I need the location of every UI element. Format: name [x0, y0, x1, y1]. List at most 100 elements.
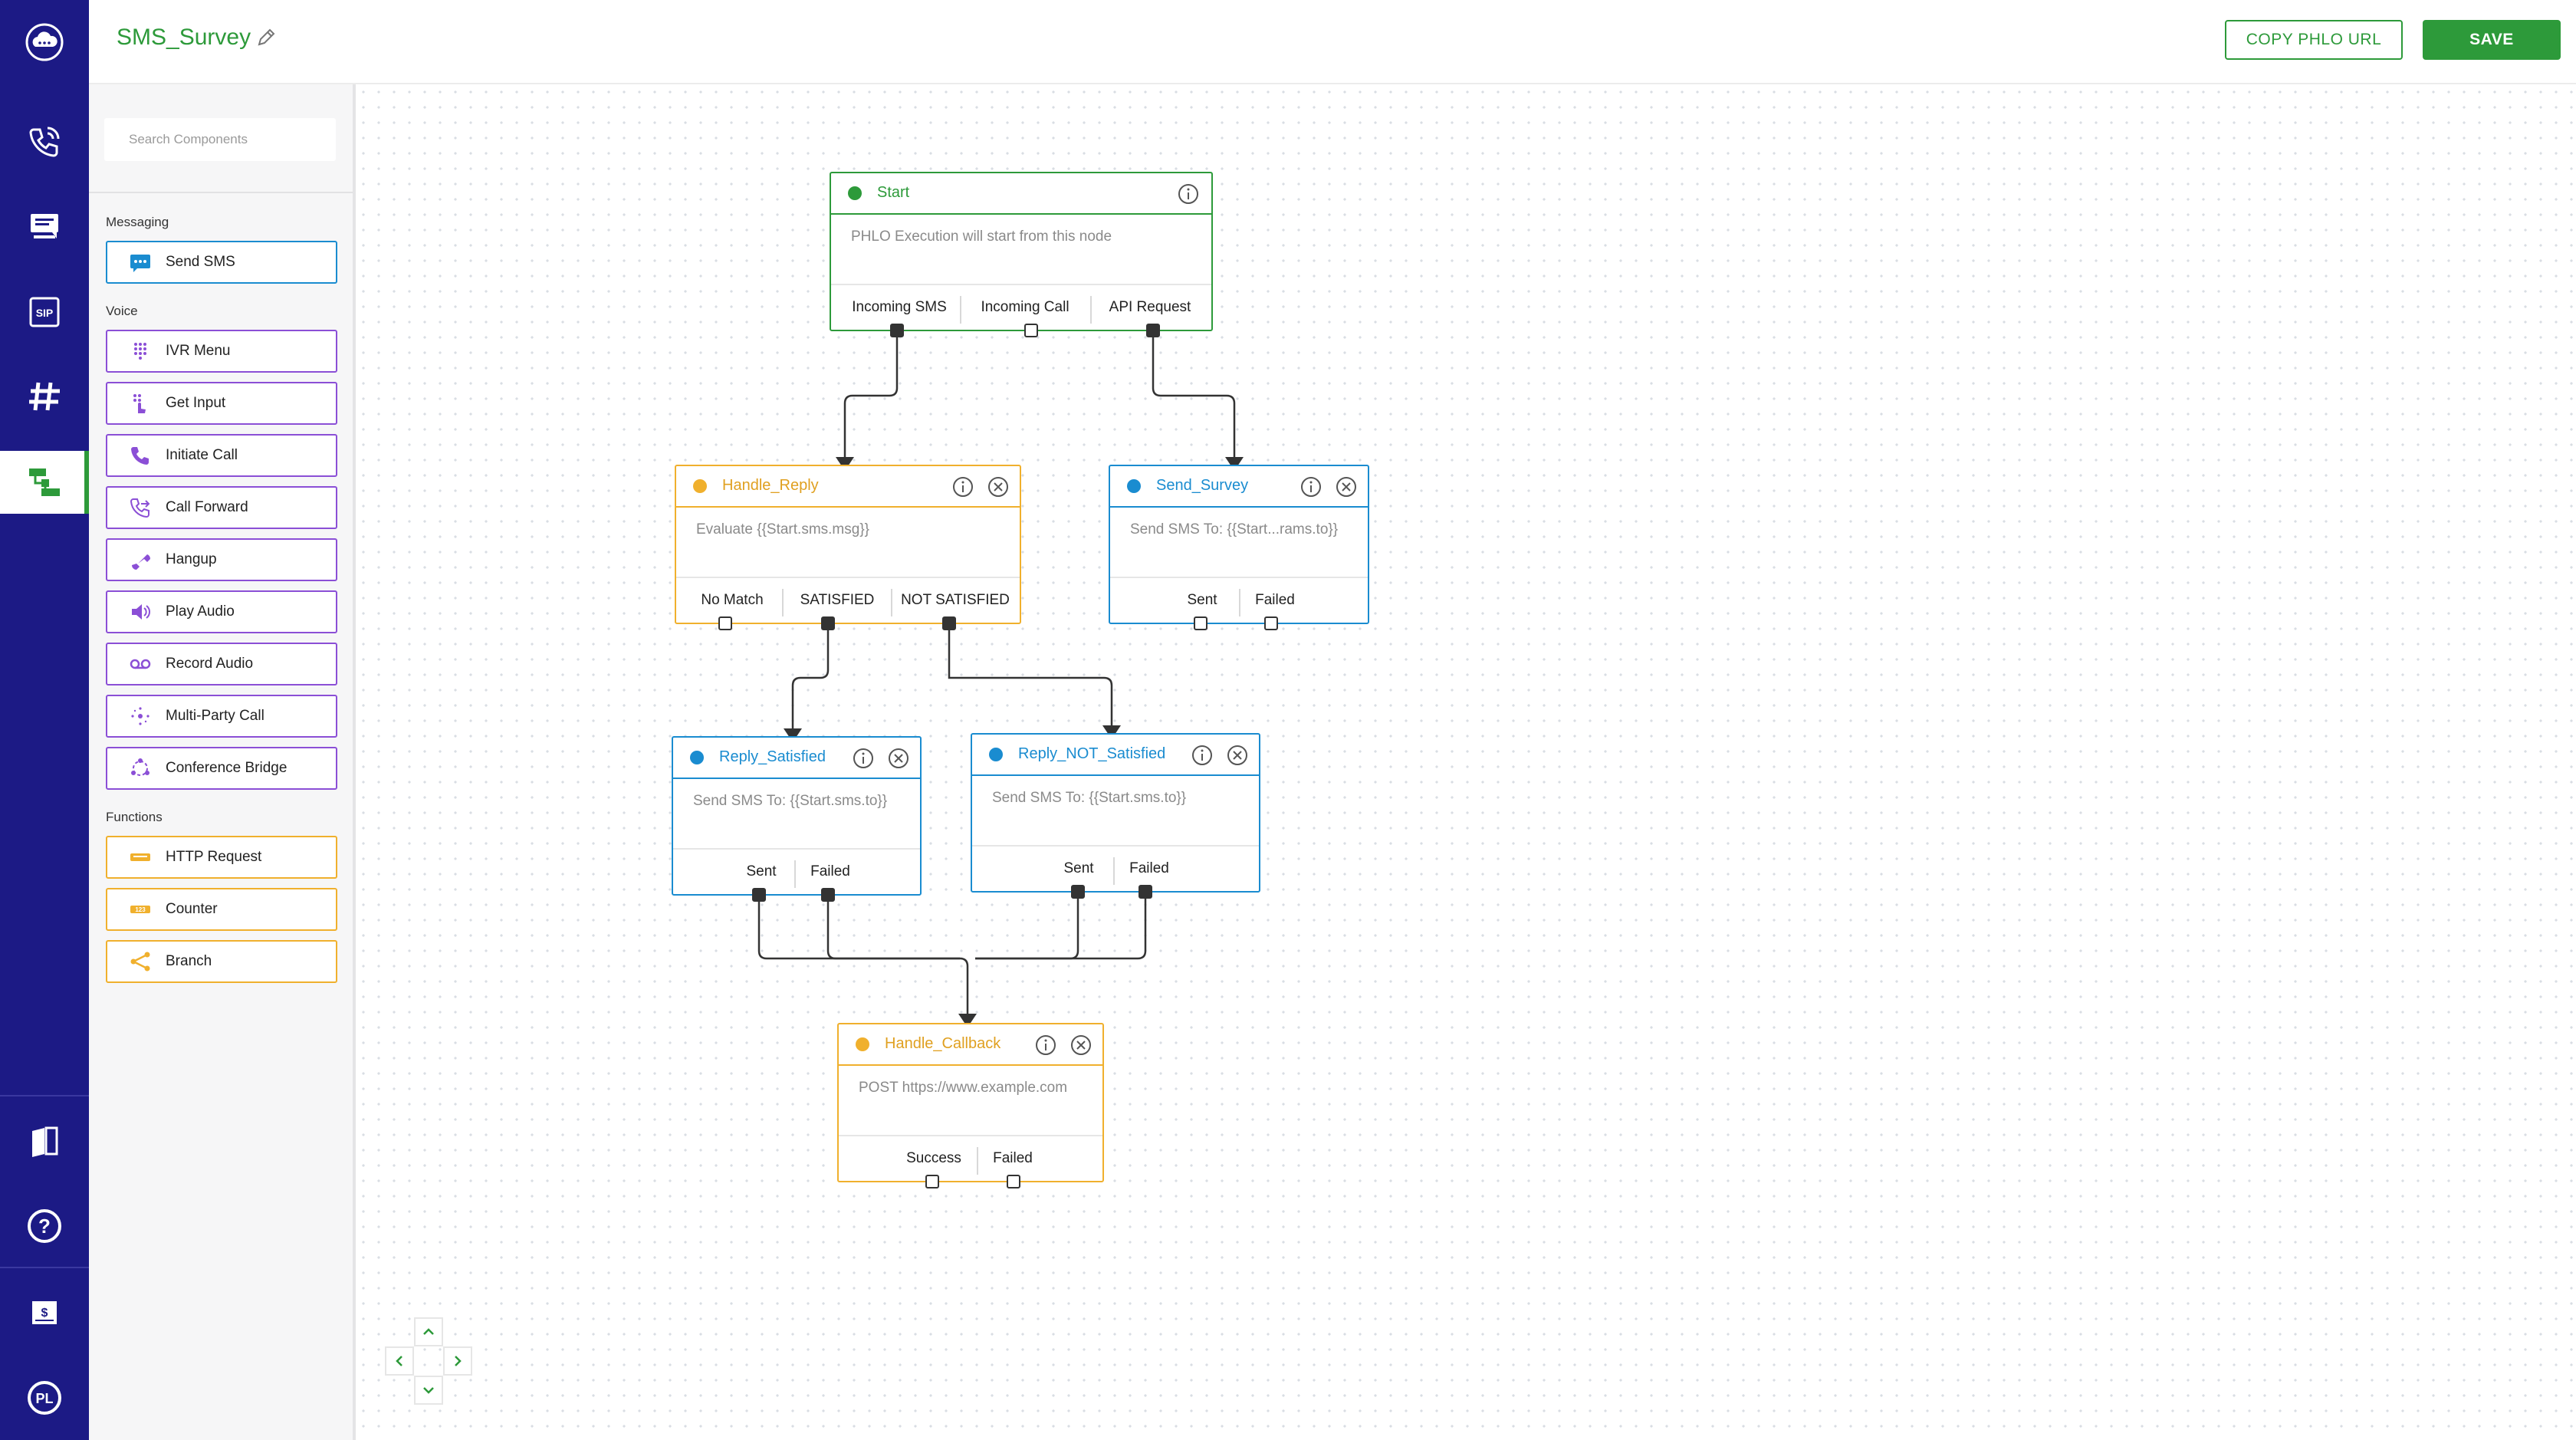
- voice-calls-icon[interactable]: [0, 107, 89, 176]
- component-record-audio[interactable]: Record Audio: [106, 643, 337, 685]
- port-label: Sent: [1063, 860, 1094, 876]
- node-title: Reply_NOT_Satisfied: [1018, 745, 1166, 762]
- node-handle-callback[interactable]: Handle_Callback POST https://www.example…: [837, 1023, 1104, 1182]
- port-handle[interactable]: [1071, 885, 1085, 899]
- component-hangup[interactable]: Hangup: [106, 538, 337, 581]
- port-label: No Match: [701, 592, 764, 608]
- numbers-hash-icon[interactable]: [0, 362, 89, 431]
- port-handle[interactable]: [1146, 324, 1160, 337]
- port-handle[interactable]: [718, 616, 732, 630]
- port-handle[interactable]: [1264, 616, 1278, 630]
- svg-text:123: 123: [135, 906, 146, 913]
- node-description: Evaluate {{Start.sms.msg}}: [696, 521, 870, 538]
- port-handle[interactable]: [925, 1175, 939, 1188]
- account-avatar-icon[interactable]: PL: [0, 1363, 89, 1432]
- port-handle[interactable]: [821, 616, 835, 630]
- info-icon[interactable]: [1300, 476, 1322, 498]
- components-panel: Messaging Send SMS Voice IVR Menu Get In…: [89, 84, 356, 1440]
- status-dot: [856, 1037, 869, 1051]
- pan-up-button[interactable]: [414, 1317, 443, 1346]
- docs-book-icon[interactable]: [0, 1107, 89, 1176]
- component-play-audio[interactable]: Play Audio: [106, 590, 337, 633]
- close-icon[interactable]: [888, 748, 909, 769]
- port-handle[interactable]: [1007, 1175, 1020, 1188]
- node-send-survey[interactable]: Send_Survey Send SMS To: {{Start...rams.…: [1109, 465, 1369, 624]
- node-reply-satisfied[interactable]: Reply_Satisfied Send SMS To: {{Start.sms…: [672, 736, 922, 896]
- node-description: Send SMS To: {{Start.sms.to}}: [693, 793, 888, 809]
- node-title: Send_Survey: [1156, 477, 1249, 494]
- component-http-request[interactable]: HTTP Request: [106, 836, 337, 879]
- pan-down-button[interactable]: [414, 1376, 443, 1405]
- panel-divider: [89, 192, 353, 193]
- port-label: API Request: [1109, 299, 1191, 315]
- billing-icon[interactable]: $: [0, 1277, 89, 1346]
- cloud-logo-icon[interactable]: [0, 8, 89, 77]
- phone-icon: [129, 444, 152, 467]
- info-icon[interactable]: [1178, 183, 1199, 205]
- node-title: Reply_Satisfied: [719, 748, 826, 765]
- search-input[interactable]: [104, 118, 336, 161]
- phlo-icon[interactable]: [0, 451, 89, 514]
- section-label-functions: Functions: [106, 810, 163, 824]
- flow-title: SMS_Survey: [117, 25, 251, 50]
- edit-pencil-icon[interactable]: [255, 26, 278, 49]
- status-dot: [1127, 479, 1141, 493]
- node-description: Send SMS To: {{Start.sms.to}}: [992, 790, 1187, 806]
- component-label: Get Input: [166, 395, 226, 411]
- port-handle[interactable]: [1138, 885, 1152, 899]
- port-handle[interactable]: [1194, 616, 1208, 630]
- pan-right-button[interactable]: [443, 1346, 472, 1376]
- port-label: SATISFIED: [800, 592, 875, 608]
- component-label: Hangup: [166, 551, 217, 567]
- close-icon[interactable]: [1336, 476, 1357, 498]
- component-counter[interactable]: 123 Counter: [106, 888, 337, 931]
- messaging-icon[interactable]: [0, 192, 89, 261]
- port-label: Failed: [1255, 592, 1295, 608]
- close-icon[interactable]: [987, 476, 1009, 498]
- component-label: IVR Menu: [166, 343, 231, 359]
- call-forward-icon: [129, 496, 152, 519]
- close-icon[interactable]: [1227, 745, 1248, 766]
- component-label: Send SMS: [166, 254, 235, 270]
- keypad-icon: [129, 340, 152, 363]
- info-icon[interactable]: [1035, 1034, 1056, 1056]
- component-conference-bridge[interactable]: Conference Bridge: [106, 747, 337, 790]
- port-handle[interactable]: [752, 888, 766, 902]
- save-button[interactable]: SAVE: [2423, 20, 2561, 60]
- info-icon[interactable]: [853, 748, 874, 769]
- pan-left-button[interactable]: [385, 1346, 414, 1376]
- left-nav-rail: SIP ? $ PL: [0, 0, 89, 1440]
- port-label: Sent: [1187, 592, 1217, 608]
- component-get-input[interactable]: Get Input: [106, 382, 337, 425]
- node-start[interactable]: Start PHLO Execution will start from thi…: [830, 172, 1213, 331]
- chevron-up-icon: [423, 1328, 434, 1335]
- status-dot: [690, 751, 704, 764]
- node-handle-reply[interactable]: Handle_Reply Evaluate {{Start.sms.msg}} …: [675, 465, 1021, 624]
- info-icon[interactable]: [1191, 745, 1213, 766]
- component-label: Play Audio: [166, 603, 235, 620]
- component-ivr-menu[interactable]: IVR Menu: [106, 330, 337, 373]
- copy-phlo-url-button[interactable]: COPY PHLO URL: [2225, 20, 2403, 60]
- port-handle[interactable]: [1024, 324, 1038, 337]
- component-label: Record Audio: [166, 656, 254, 672]
- node-reply-not-satisfied[interactable]: Reply_NOT_Satisfied Send SMS To: {{Start…: [971, 733, 1260, 893]
- component-call-forward[interactable]: Call Forward: [106, 486, 337, 529]
- port-handle[interactable]: [821, 888, 835, 902]
- node-title: Start: [877, 184, 910, 201]
- node-title: Handle_Reply: [722, 477, 819, 494]
- help-icon[interactable]: ?: [0, 1192, 89, 1261]
- component-send-sms[interactable]: Send SMS: [106, 241, 337, 284]
- port-handle[interactable]: [890, 324, 904, 337]
- svg-text:PL: PL: [35, 1391, 53, 1406]
- port-handle[interactable]: [942, 616, 956, 630]
- svg-text:$: $: [41, 1307, 48, 1320]
- branch-icon: [129, 950, 152, 973]
- component-initiate-call[interactable]: Initiate Call: [106, 434, 337, 477]
- close-icon[interactable]: [1070, 1034, 1092, 1056]
- sip-icon[interactable]: SIP: [0, 278, 89, 347]
- info-icon[interactable]: [952, 476, 974, 498]
- component-multi-party-call[interactable]: Multi-Party Call: [106, 695, 337, 738]
- component-branch[interactable]: Branch: [106, 940, 337, 983]
- svg-text:?: ?: [38, 1215, 51, 1238]
- node-description: Send SMS To: {{Start...rams.to}}: [1130, 521, 1339, 538]
